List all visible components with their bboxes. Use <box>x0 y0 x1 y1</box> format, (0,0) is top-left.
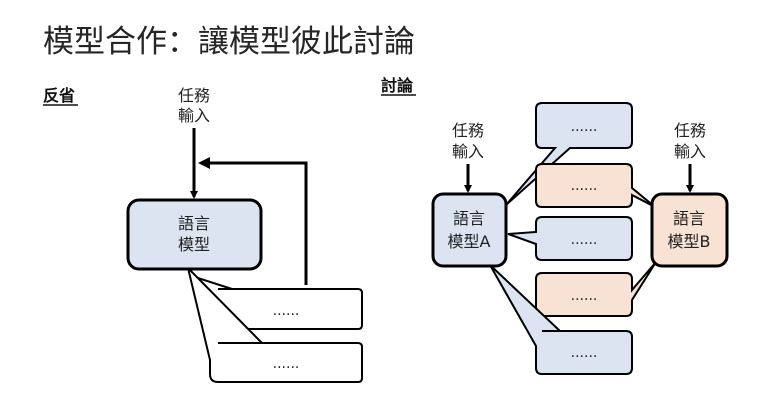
reflection-heading: 反省 <box>43 86 75 105</box>
reflection-model-line2: 模型 <box>178 235 210 254</box>
discussion-bubble-3-text: ...... <box>571 232 598 248</box>
discussion-bubble-1-text: ...... <box>571 119 598 135</box>
page-title: 模型合作：讓模型彼此討論 <box>43 24 415 60</box>
language-model-b <box>650 192 729 268</box>
reflection-task-input-line1: 任務 <box>178 86 210 105</box>
task-input-a-line1: 任務 <box>452 121 484 140</box>
reflection-language-model <box>126 198 263 271</box>
reflection-model-line1: 語言 <box>178 214 210 233</box>
model-a-line1: 語言 <box>453 209 485 228</box>
task-input-b-line2: 輸入 <box>674 142 706 161</box>
discussion-bubble-5: ...... <box>489 264 633 375</box>
task-input-b-line1: 任務 <box>674 121 706 140</box>
model-b-line2: 模型B <box>668 232 711 251</box>
reflection-feedback-arrowhead <box>198 157 210 169</box>
model-b-line1: 語言 <box>673 209 705 228</box>
discussion-bubble-4: ...... <box>535 261 657 317</box>
reflection-bubble-2-text: ...... <box>273 356 300 372</box>
task-input-a-line2: 輸入 <box>452 142 484 161</box>
language-model-a <box>431 192 508 268</box>
reflection-task-input-line2: 輸入 <box>178 106 210 125</box>
discussion-bubble-2: ...... <box>535 163 656 208</box>
discussion-bubble-5-text: ...... <box>571 345 598 361</box>
reflection-bubble-2: ...... <box>186 264 363 383</box>
discussion-bubble-4-text: ...... <box>571 288 598 304</box>
reflection-feedback-line <box>208 161 308 285</box>
model-a-line2: 模型A <box>448 232 491 251</box>
discussion-heading: 討論 <box>381 76 414 95</box>
discussion-bubble-3: ...... <box>507 216 633 261</box>
reflection-bubble-1-text: ...... <box>273 303 300 319</box>
discussion-bubble-2-text: ...... <box>571 178 598 194</box>
